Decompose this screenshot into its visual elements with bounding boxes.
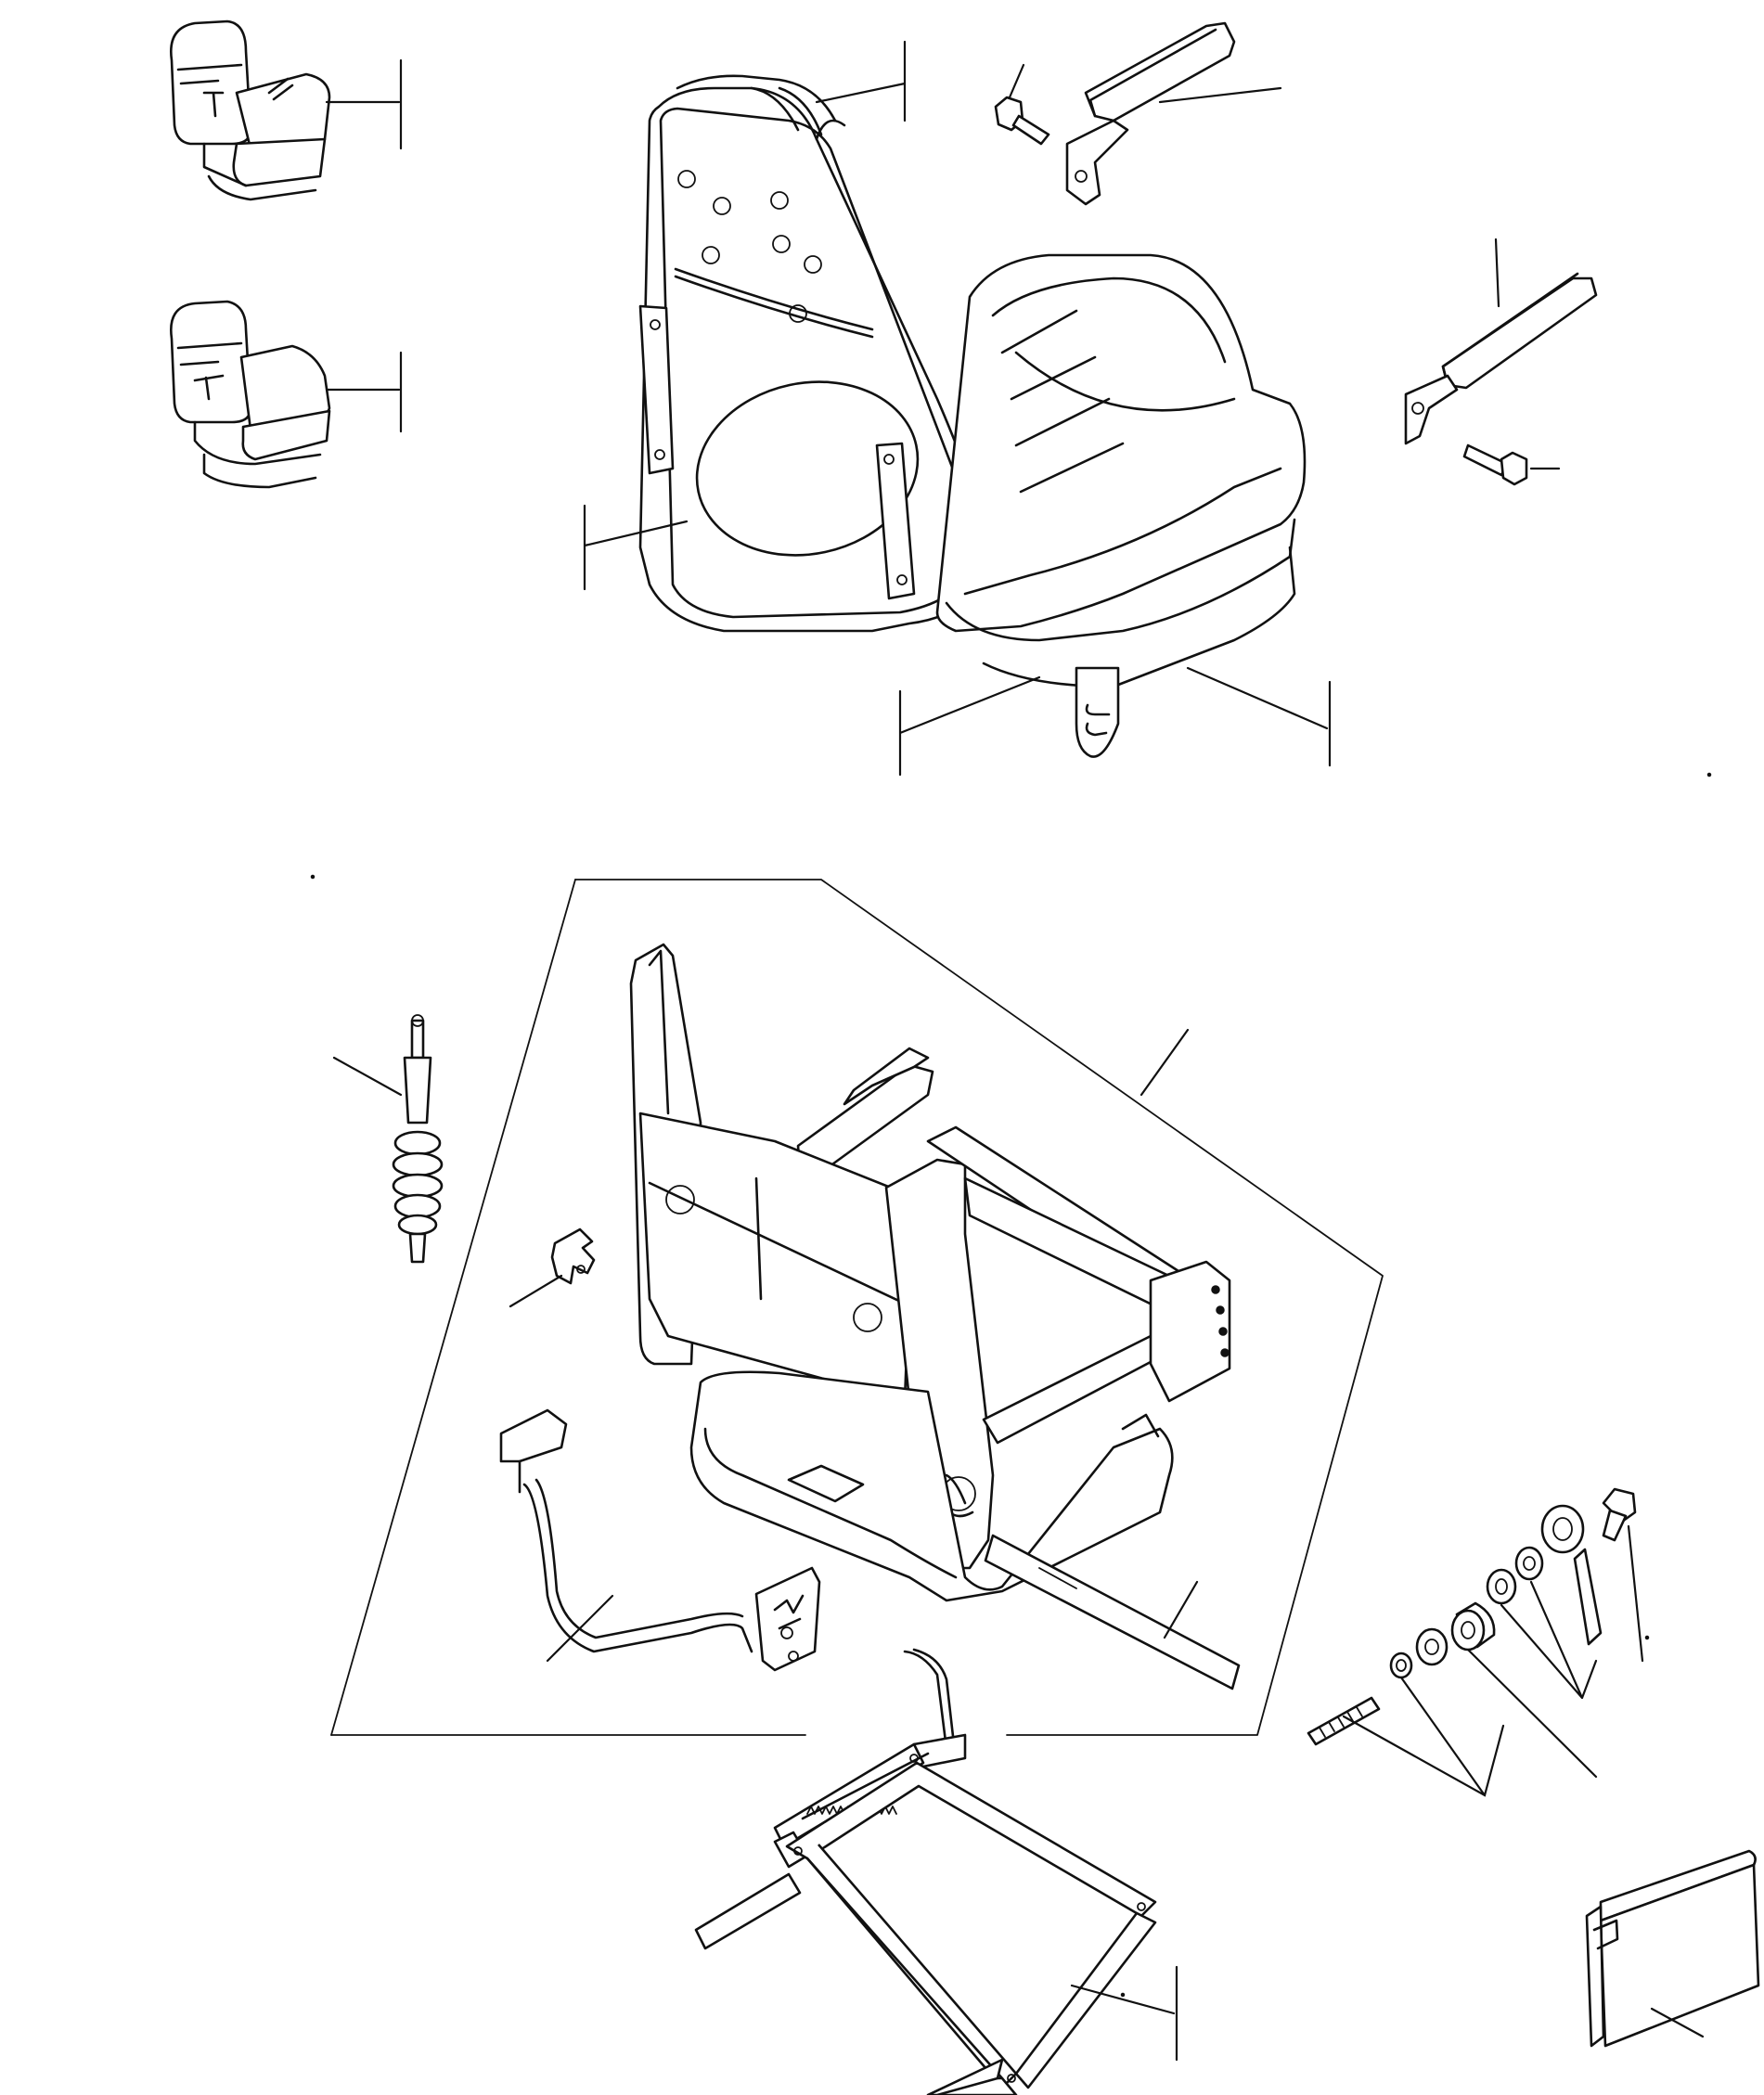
mounting-holes bbox=[677, 170, 822, 323]
hardware-stack bbox=[1307, 1487, 1637, 1746]
leader-line bbox=[1186, 666, 1332, 767]
background-specks bbox=[310, 772, 1712, 1998]
spacer bbox=[1450, 1601, 1496, 1652]
washer bbox=[1514, 1546, 1544, 1581]
leader-line bbox=[325, 58, 403, 150]
torsion-shaft bbox=[984, 1534, 1241, 1690]
leader-line bbox=[1466, 1648, 1598, 1779]
lock-washer bbox=[1389, 1652, 1413, 1679]
seat-variant-1 bbox=[169, 19, 331, 201]
leader-line bbox=[1140, 1028, 1190, 1097]
clip bbox=[550, 1227, 596, 1285]
leader-line bbox=[1070, 1965, 1178, 2062]
leader-line bbox=[509, 1274, 563, 1308]
washer bbox=[1415, 1627, 1449, 1666]
leader-line bbox=[1500, 1524, 1644, 1700]
bolt bbox=[994, 96, 1050, 146]
stud-bolt bbox=[1307, 1696, 1381, 1746]
rod-end bbox=[1540, 1504, 1603, 1646]
leader-line bbox=[1494, 238, 1500, 308]
leader-line bbox=[1399, 1676, 1487, 1797]
bolt bbox=[1602, 1487, 1637, 1542]
leader-line bbox=[815, 40, 907, 122]
leader-line bbox=[583, 504, 689, 591]
seat-assembly bbox=[638, 74, 1307, 758]
leader-line bbox=[325, 351, 403, 433]
leader-line bbox=[1008, 63, 1025, 99]
leader-line bbox=[546, 1594, 614, 1663]
armrest-left bbox=[1404, 272, 1598, 445]
seat-variant-2 bbox=[169, 300, 331, 489]
shock-absorber bbox=[392, 1014, 444, 1264]
lumbar-oval bbox=[695, 380, 920, 557]
adjust-lever bbox=[499, 1408, 821, 1672]
suspension-frame bbox=[629, 943, 1241, 1690]
cover-plate bbox=[1585, 1849, 1760, 2048]
leader-line bbox=[1650, 2007, 1705, 2038]
suspension-boundary bbox=[330, 879, 576, 1736]
armrest-right bbox=[1065, 21, 1236, 206]
leader-line bbox=[898, 675, 1041, 777]
leader-line bbox=[1163, 1580, 1199, 1639]
slide-rail bbox=[694, 1648, 1157, 2095]
washer bbox=[1486, 1568, 1517, 1605]
bolt bbox=[1462, 443, 1528, 486]
leader-line bbox=[1342, 1715, 1505, 1797]
leader-line bbox=[332, 1056, 403, 1097]
leader-line bbox=[1158, 86, 1282, 104]
